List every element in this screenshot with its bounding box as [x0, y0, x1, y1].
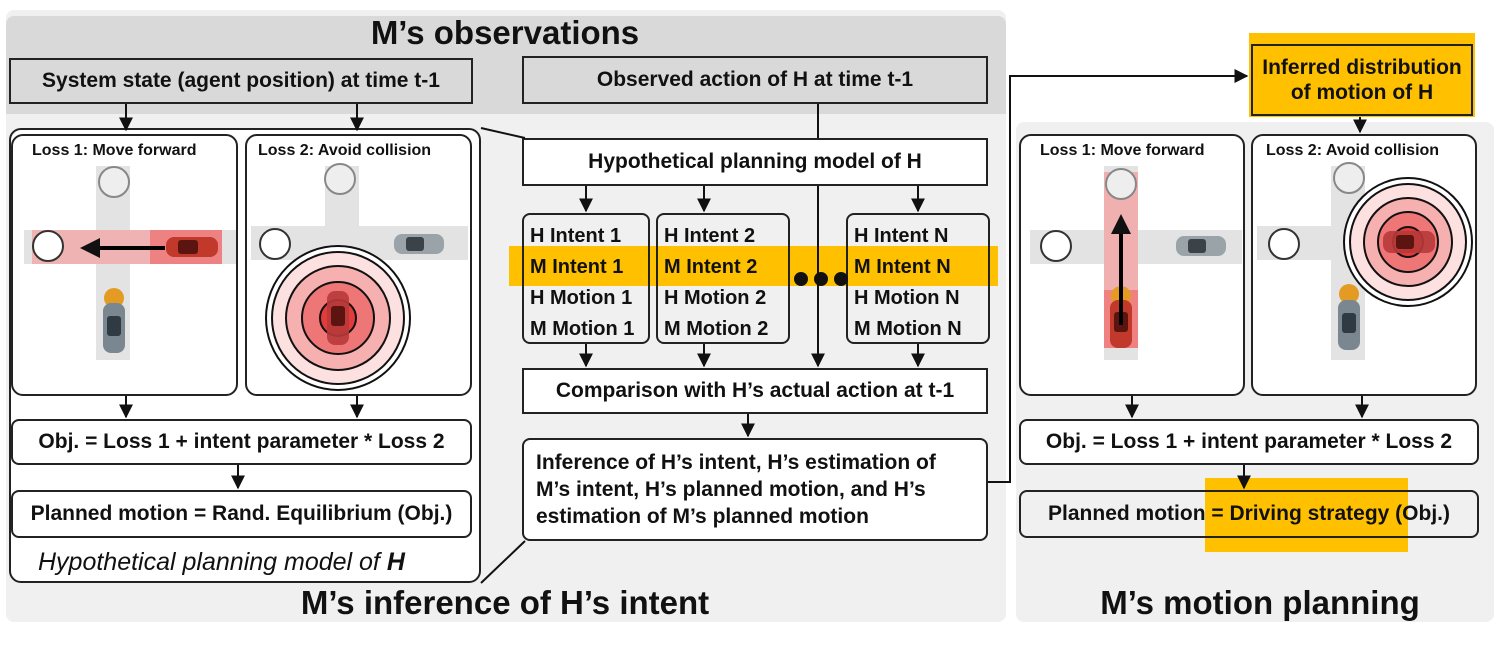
observed-action-box: Observed action of H at time t-1 — [522, 56, 988, 104]
loss1-label-right: Loss 1: Move forward — [1040, 142, 1205, 159]
pedestrian-icon — [1339, 284, 1359, 304]
system-state-box: System state (agent position) at time t-… — [9, 58, 473, 104]
collision-rings-icon — [265, 245, 411, 391]
scene-loss1-right — [1030, 166, 1242, 360]
m-intent-n: M Intent N — [854, 256, 951, 278]
h-intent-2: H Intent 2 — [664, 225, 756, 247]
connectors — [119, 69, 1369, 584]
inferred-highlight — [1249, 33, 1475, 117]
planned-right-prefix: Planned motion = — [1048, 502, 1230, 526]
objective-box-left: Obj. = Loss 1 + intent parameter * Loss … — [11, 419, 472, 465]
target-circle-icon — [32, 230, 64, 262]
m-motion-2: M Motion 2 — [664, 318, 769, 340]
car-icon — [1338, 300, 1360, 350]
planned-right-highlight: Driving strategy (Obj.) — [1229, 502, 1450, 526]
observations-title: M’s observations — [370, 14, 640, 51]
m-intent-highlight — [509, 246, 998, 286]
car-icon — [166, 237, 218, 257]
target-circle-icon — [1105, 168, 1137, 200]
target-circle-icon — [98, 166, 130, 198]
target-circle-icon — [259, 228, 291, 260]
collision-rings-icon — [1343, 177, 1473, 307]
ellipsis-dot — [794, 272, 808, 286]
hypothetical-model-box: Hypothetical planning model of H — [522, 138, 988, 186]
scene-loss2-right — [1257, 162, 1473, 360]
target-circle-icon — [324, 163, 356, 195]
loss2-label-left: Loss 2: Avoid collision — [258, 142, 432, 159]
scene-loss2-left — [251, 163, 468, 391]
car-icon — [103, 303, 125, 353]
pedestrian-icon — [104, 288, 124, 308]
m-motion-n: M Motion N — [854, 318, 962, 340]
planned-motion-box-left: Planned motion = Rand. Equilibrium (Obj.… — [11, 490, 472, 538]
ellipsis-dot — [834, 272, 848, 286]
loss1-label-left: Loss 1: Move forward — [32, 142, 197, 159]
target-circle-icon — [1268, 228, 1300, 260]
intent-box-1: H Intent 1 M Intent 1 H Motion 1 M Motio… — [522, 213, 650, 344]
caption: Hypothetical planning model of H — [38, 548, 405, 577]
planned-motion-box-right: Planned motion = Driving strategy (Obj.) — [1019, 490, 1479, 538]
h-motion-2: H Motion 2 — [664, 287, 767, 309]
car-icon — [1176, 236, 1226, 256]
inference-result-box: Inference of H’s intent, H’s estimation … — [522, 438, 988, 541]
h-motion-1: H Motion 1 — [530, 287, 633, 309]
intent-box-2: H Intent 2 M Intent 2 H Motion 2 M Motio… — [656, 213, 790, 344]
scene-loss1-left — [24, 166, 236, 360]
intent-box-n: H Intent N M Intent N H Motion N M Motio… — [846, 213, 990, 344]
arrow-icon — [988, 69, 1249, 483]
target-circle-icon — [1040, 230, 1072, 262]
h-intent-n: H Intent N — [854, 225, 949, 247]
h-intent-1: H Intent 1 — [530, 225, 622, 247]
inference-title: M’s inference of H’s intent — [300, 584, 710, 621]
comparison-box: Comparison with H’s actual action at t-1 — [522, 368, 988, 414]
inferred-distribution-box: Inferred distribution of motion of H — [1251, 44, 1473, 116]
zoom-line — [480, 540, 526, 584]
m-intent-1: M Intent 1 — [530, 256, 624, 278]
objective-box-right: Obj. = Loss 1 + intent parameter * Loss … — [1019, 419, 1479, 465]
target-circle-icon — [1333, 162, 1365, 194]
caption-text: Hypothetical planning model of — [38, 548, 387, 576]
caption-bold: H — [386, 548, 405, 576]
m-motion-1: M Motion 1 — [530, 318, 635, 340]
car-icon — [394, 234, 444, 254]
loss2-label-right: Loss 2: Avoid collision — [1266, 142, 1440, 159]
m-intent-2: M Intent 2 — [664, 256, 758, 278]
motion-planning-title: M’s motion planning — [1100, 584, 1420, 621]
zoom-line — [480, 127, 526, 139]
h-motion-n: H Motion N — [854, 287, 960, 309]
